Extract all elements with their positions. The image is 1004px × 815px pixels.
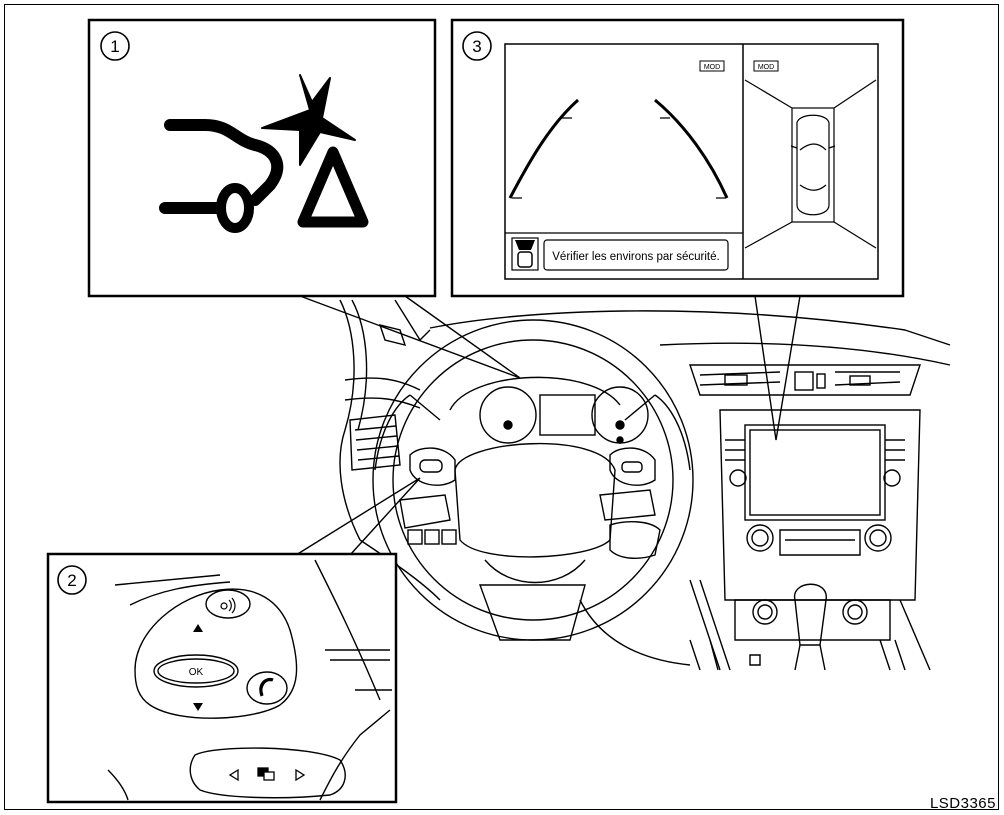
mod-badge-around: MOD <box>758 64 774 71</box>
callout-number-1: 1 <box>110 37 119 56</box>
sensor-indicator-icon <box>511 237 539 271</box>
panel-3: 3 MOD MOD Vérifier les e <box>450 18 905 298</box>
display-switch-buttons <box>228 767 306 782</box>
left-arrow-icon[interactable] <box>228 768 239 782</box>
right-arrow-icon[interactable] <box>295 768 306 782</box>
dashboard-drawing <box>339 299 951 671</box>
callout-pointers <box>295 295 801 556</box>
mod-badge-rear: MOD <box>704 64 720 71</box>
up-arrow-icon[interactable] <box>193 624 203 632</box>
voice-recognition-icon[interactable] <box>220 597 236 614</box>
down-arrow-icon[interactable] <box>193 703 203 711</box>
camera-warning-message: Vérifier les environs par sécurité. <box>552 251 719 263</box>
panel-1: 1 <box>87 18 437 298</box>
rear-view-camera <box>508 98 729 199</box>
figure-code: LSD3365 <box>929 795 996 812</box>
forward-collision-warning-icon <box>159 74 369 233</box>
around-view-monitor <box>744 79 877 249</box>
ok-button-label[interactable]: OK <box>189 667 204 678</box>
figure-frame <box>4 4 999 810</box>
callout-number-3: 3 <box>472 37 481 56</box>
callout-number-2: 2 <box>67 571 76 590</box>
phone-icon[interactable] <box>259 677 274 697</box>
panel-2: 2 <box>46 552 398 804</box>
